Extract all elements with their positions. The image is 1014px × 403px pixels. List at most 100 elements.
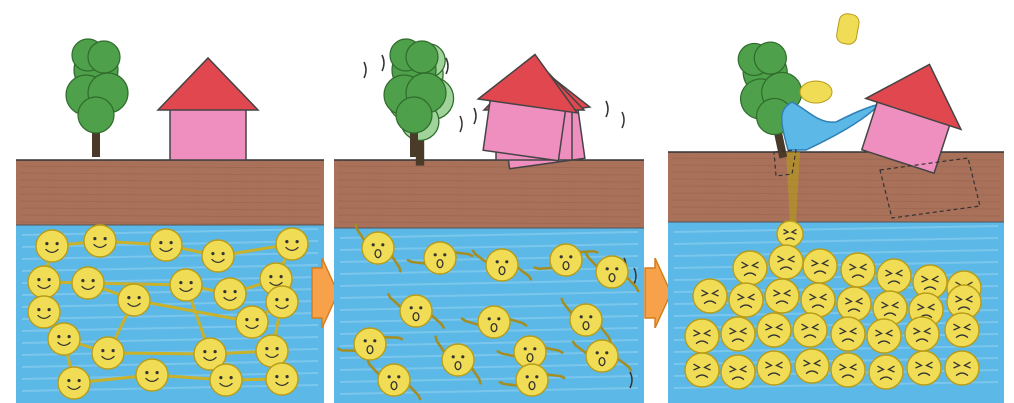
particle-face-icon [91,336,125,370]
particle-face-icon [485,248,519,282]
particle-face-icon [912,264,948,300]
particle-face-icon [255,334,289,368]
particle-face-icon [840,252,876,288]
particle-face-icon [868,354,904,390]
particle-face-icon [720,354,756,390]
particle-face-icon [423,241,457,275]
particle-arms [533,249,599,271]
particle-face-icon [213,277,247,311]
particle-arms [471,249,533,281]
particle-face-icon [792,312,828,348]
particle-face-icon [836,286,872,322]
particle-arms [496,346,564,358]
flying-figure-icon [799,80,833,104]
particle-face-icon [569,303,603,337]
particle-arms [336,335,404,353]
particle-face-icon [265,362,299,396]
particle-arms [584,251,640,293]
shake-line [445,57,449,75]
soil-layer [16,160,324,225]
particle-face-icon [27,295,61,329]
particle-face-icon [377,363,411,397]
particle-face-icon [595,255,629,289]
particle-face-icon [83,224,117,258]
arrow-right-icon [644,258,672,328]
particle-face-icon [684,352,720,388]
shake-line [629,371,633,389]
particle-face-icon [720,316,756,352]
house-icon [476,53,579,162]
particle-arms [560,297,612,343]
particle-face-icon [201,239,235,273]
particle-face-icon [800,282,836,318]
particle-face-icon [876,258,912,294]
particle-face-icon [477,305,511,339]
particle-face-icon [235,305,269,339]
particle-arms [571,340,633,372]
particle-face-icon [47,322,81,356]
shake-line [381,54,385,72]
particle-face-icon [513,335,547,369]
tree-icon [383,38,447,157]
shake-line [633,267,637,285]
panel-stable-ground [16,38,324,403]
house-icon [860,63,963,175]
particle-face-icon [399,294,433,328]
particle-face-icon [549,243,583,277]
particle-face-icon [275,227,309,261]
particle-face-icon [169,268,203,302]
house-icon [156,56,260,161]
sunk-foundation-outline [879,157,981,219]
shake-line [621,111,625,129]
particle-face-icon [802,248,838,284]
sunk-foundation-outline [773,149,797,177]
flying-figure-icon [836,13,860,45]
particle-face-icon [732,250,768,286]
particle-face-icon [117,283,151,317]
particle-face-icon [135,358,169,392]
particle-face-icon [768,244,804,280]
particle-arms [366,359,422,401]
particle-link [106,351,212,356]
particle-face-icon [684,318,720,354]
shake-line [605,100,609,118]
particle-face-icon [944,350,980,386]
particle-face-icon [906,350,942,386]
ground-crack [786,152,800,222]
particle-face-icon [756,312,792,348]
shake-line [459,115,463,133]
particle-face-icon [585,339,619,373]
shake-line [473,107,477,125]
particle-face-icon [265,285,299,319]
particle-face-icon [756,350,792,386]
particle-face-icon [441,343,475,377]
tree-icon [737,41,803,159]
particle-face-icon [353,327,387,361]
particle-face-icon [692,278,728,314]
particle-face-icon [944,312,980,348]
particle-face-icon [904,316,940,352]
particle-face-icon [764,278,800,314]
particle-face-icon [830,316,866,352]
particle-link [132,298,254,324]
panel-shaking [334,38,644,403]
particle-face-icon [193,337,227,371]
soil-layer [334,160,644,228]
particle-face-icon [946,284,982,320]
shake-line [363,61,367,79]
particle-face-icon [776,220,804,248]
particle-face-icon [830,352,866,388]
arrow-right-icon [311,258,339,328]
particle-face-icon [71,266,105,300]
particle-face-icon [361,231,395,265]
particle-arms [406,251,474,265]
particle-face-icon [57,366,91,400]
particle-face-icon [515,363,549,397]
particle-arms [387,293,445,329]
particle-face-icon [27,265,61,299]
particle-face-icon [35,229,69,263]
tree-icon [65,38,129,157]
water-spout-icon [781,101,883,151]
particle-face-icon [794,348,830,384]
